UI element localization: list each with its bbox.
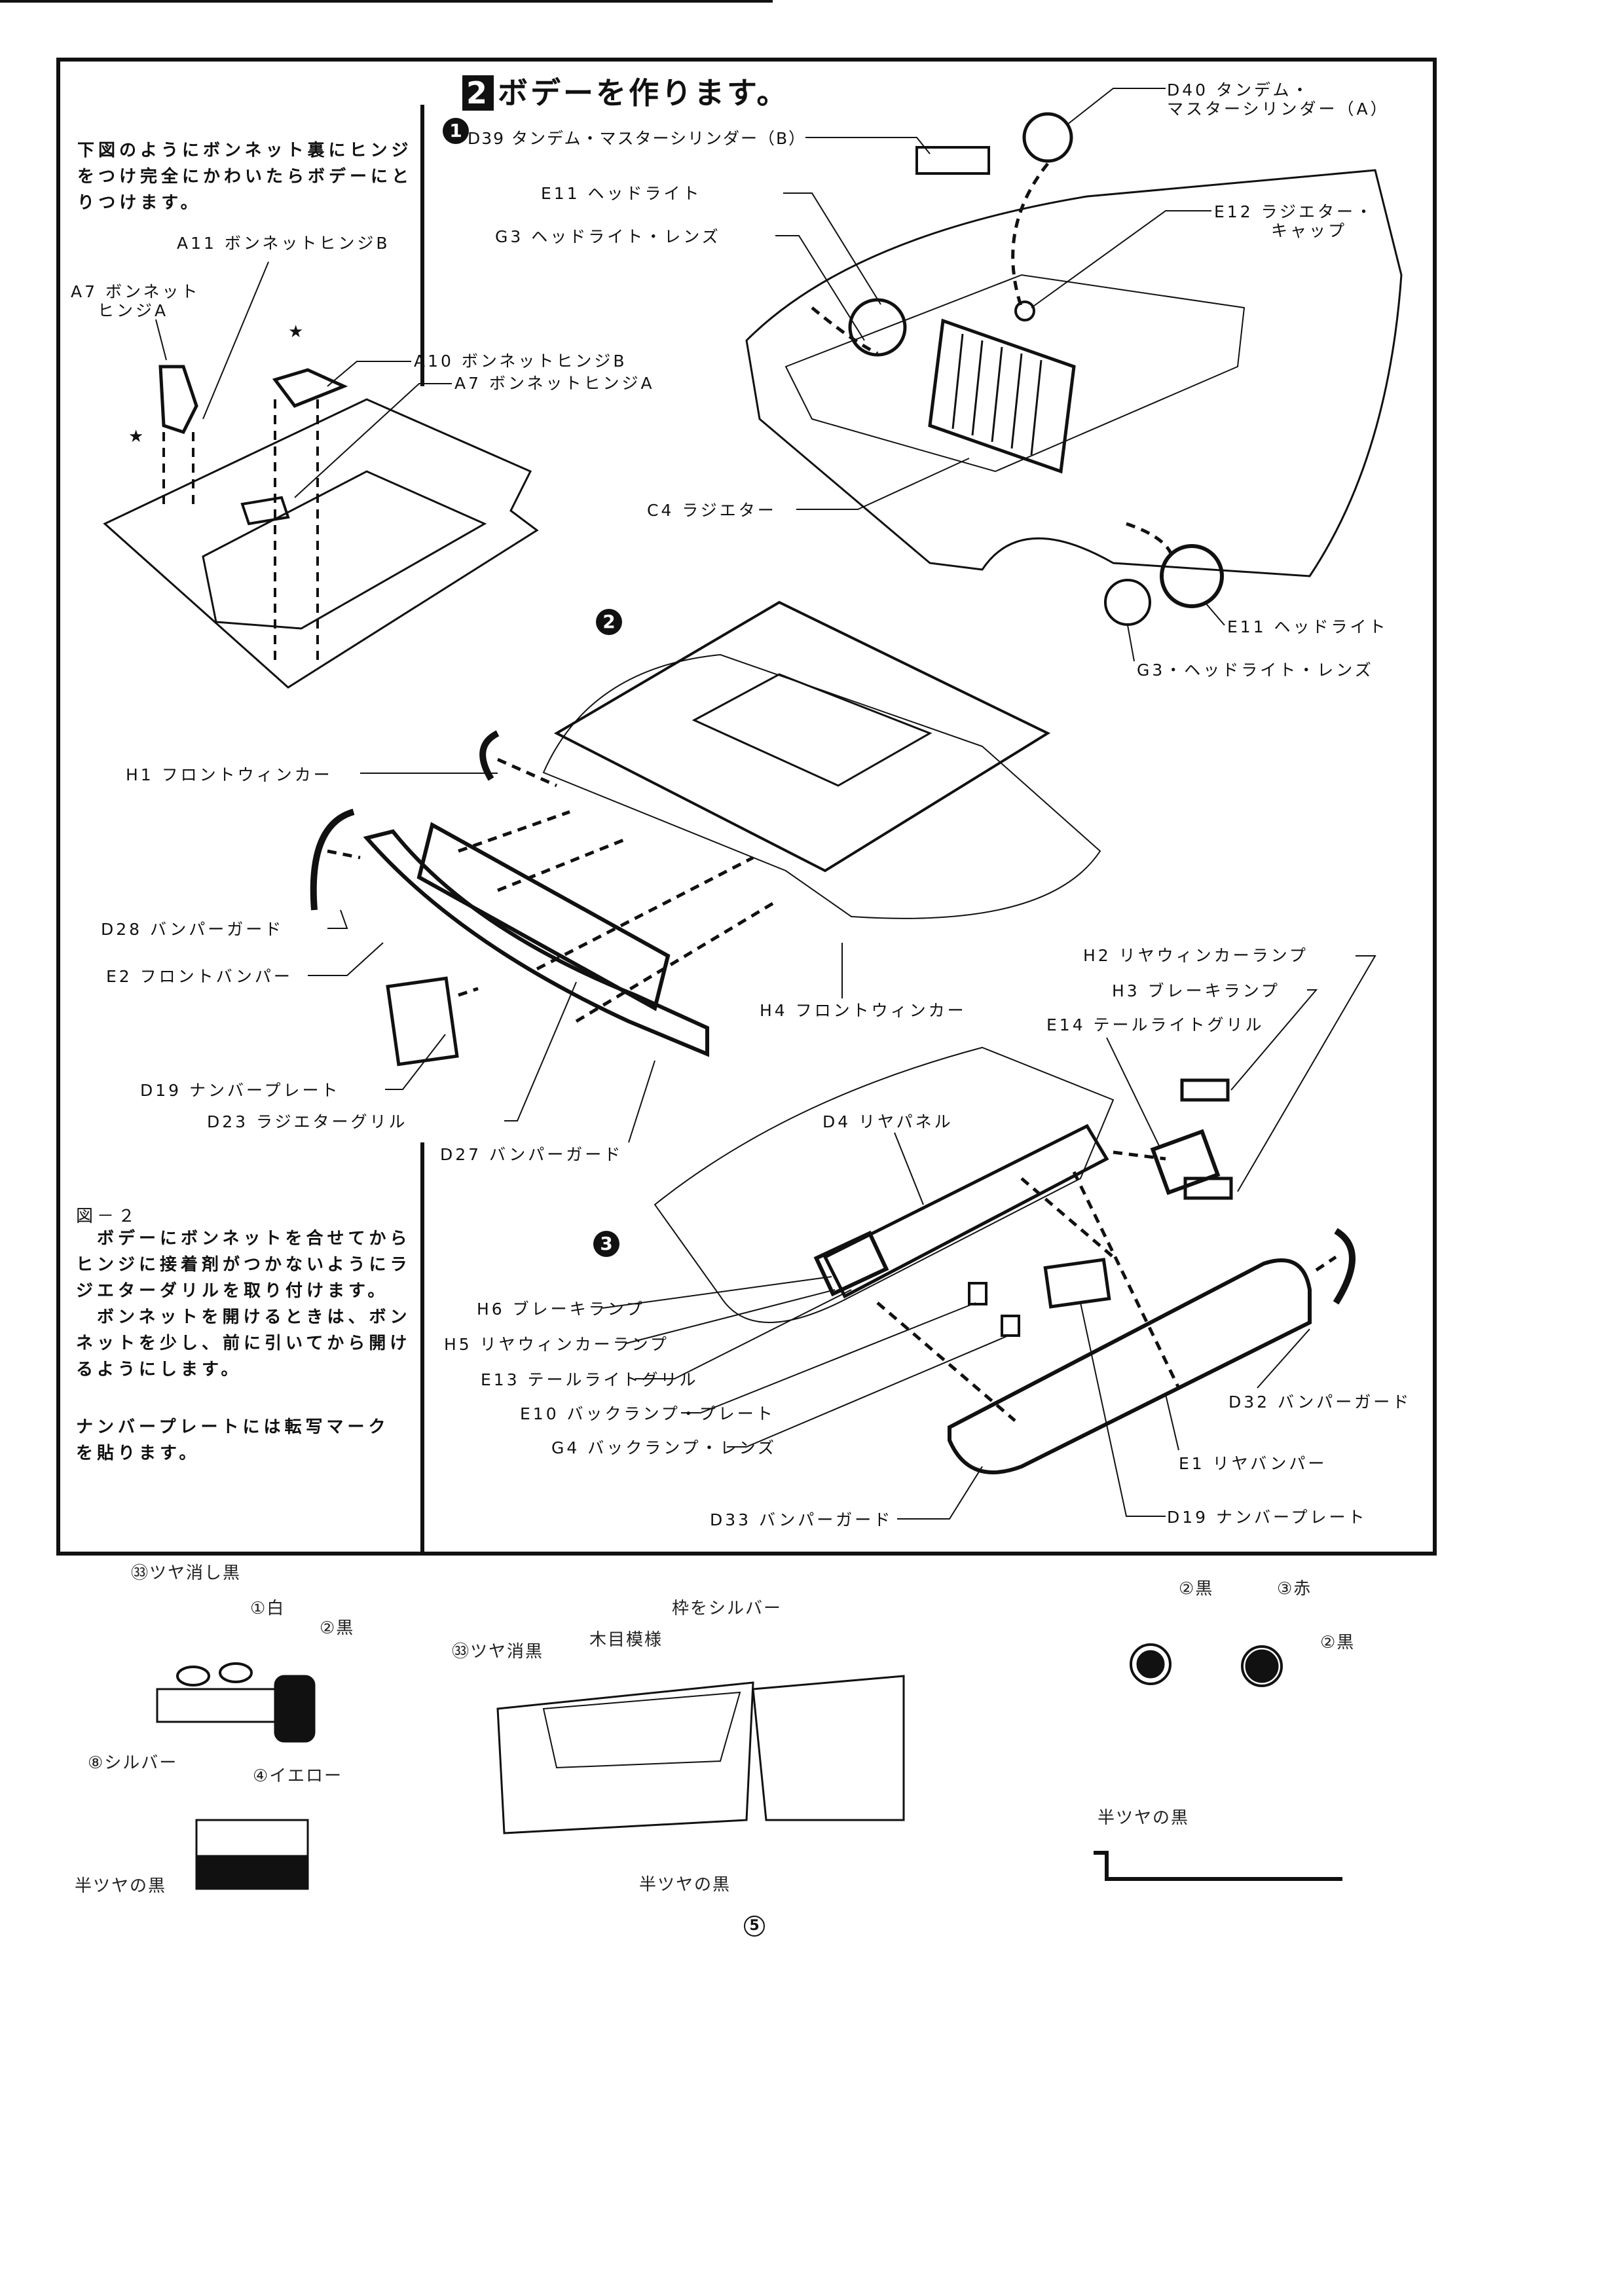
label-d27: D27 バンパーガード [440, 1145, 623, 1164]
paint-matte-black: ㉝ツヤ消し黒 [131, 1563, 242, 1583]
paint-frame-silver: 枠をシルバー [672, 1599, 783, 1618]
label-h5: H5 リヤウィンカーランプ [444, 1335, 669, 1354]
step-2-badge: 2 [596, 609, 622, 635]
top-rule [0, 0, 773, 3]
label-a11: A11 ボンネットヒンジB [177, 234, 390, 253]
column-divider-top [420, 105, 424, 386]
paint-black: ②黒 [320, 1618, 355, 1638]
paint-semigloss-black-door: 半ツヤの黒 [639, 1875, 731, 1895]
step-3-badge: 3 [593, 1231, 619, 1257]
label-h3: H3 ブレーキランプ [1112, 981, 1280, 1000]
label-d19: D19 ナンバープレート [140, 1081, 341, 1100]
label-e14: E14 テールライトグリル [1046, 1015, 1264, 1034]
label-a7-right: A7 ボンネットヒンジA [454, 374, 655, 393]
paint-matte-black-door: ㉝ツヤ消黒 [452, 1642, 544, 1662]
emblem-ringed-inner [1245, 1649, 1279, 1683]
label-g3: G3 ヘッドライト・レンズ [495, 227, 721, 246]
label-d19-rear: D19 ナンバープレート [1167, 1508, 1367, 1527]
emblem-plain [1130, 1643, 1172, 1685]
instruction-frame [56, 58, 1437, 1556]
label-d39: D39 タンデム・マスターシリンダー（B） [468, 129, 807, 148]
label-e11-lower: E11 ヘッドライト [1227, 617, 1388, 636]
paint-emblem-red: ③赤 [1277, 1579, 1312, 1599]
quarter-panel [752, 1675, 905, 1821]
label-d28: D28 バンパーガード [101, 920, 284, 939]
reservoir-right [219, 1662, 253, 1683]
label-e10: E10 バックランプ・プレート [520, 1404, 775, 1423]
paint-yellow: ④イエロー [253, 1766, 343, 1786]
label-d32: D32 バンパーガード [1228, 1393, 1412, 1412]
label-h4: H4 フロントウィンカー [760, 1001, 967, 1020]
door-panel [496, 1681, 754, 1834]
label-c4: C4 ラジエター [647, 501, 777, 520]
label-h1: H1 フロントウィンカー [126, 765, 333, 784]
label-a7: A7 ボンネット ヒンジA [71, 282, 200, 320]
paint-emblem-black-2: ②黒 [1320, 1633, 1356, 1652]
section-title-text: ボデーを作ります。 [498, 75, 790, 111]
plate-note: ナンバープレートには転写マーク を貼ります。 [76, 1417, 390, 1463]
master-cylinder-body [156, 1688, 303, 1723]
label-h6: H6 ブレーキランプ [477, 1300, 645, 1319]
section-number-badge: 2 [462, 75, 494, 111]
brake-booster [274, 1675, 316, 1743]
battery-body [195, 1819, 309, 1887]
battery-base [195, 1855, 309, 1890]
label-e12: E12 ラジエター・ キャップ [1214, 202, 1375, 240]
rod-part [1094, 1851, 1342, 1881]
label-g4: G4 バックランプ・レンズ [551, 1438, 777, 1457]
column-divider-bottom [420, 1142, 424, 1555]
label-e2: E2 フロントバンパー [106, 967, 293, 986]
reservoir-left [176, 1666, 210, 1686]
figure-note: ボデーにボンネットを合せてから ヒンジに接着剤がつかないようにラ ジエターダリル… [76, 1229, 411, 1379]
label-d23: D23 ラジエターグリル [207, 1112, 408, 1131]
label-d33: D33 バンパーガード [710, 1510, 893, 1529]
label-a10: A10 ボンネットヒンジB [414, 352, 627, 371]
figure-label: 図－２ [76, 1207, 139, 1226]
step-1-badge: 1 [443, 118, 469, 144]
paint-white: ①白 [250, 1599, 286, 1618]
label-e13: E13 テールライトグリル [481, 1370, 699, 1389]
paint-semigloss-black-rod: 半ツヤの黒 [1098, 1808, 1190, 1828]
label-h2: H2 リヤウィンカーランプ [1083, 946, 1308, 965]
label-d4: D4 リヤパネル [822, 1112, 953, 1131]
paint-emblem-black: ②黒 [1179, 1579, 1214, 1599]
door-window-hatch [542, 1691, 741, 1769]
paint-silver: ⑧シルバー [88, 1753, 178, 1773]
label-e11: E11 ヘッドライト [541, 184, 702, 203]
paint-semigloss-black-battery: 半ツヤの黒 [75, 1876, 167, 1896]
label-d40: D40 タンデム・ マスターシリンダー（A） [1167, 81, 1390, 118]
label-g3-lower: G3・ヘッドライト・レンズ [1137, 661, 1374, 680]
paint-woodgrain: 木目模様 [589, 1630, 663, 1650]
emblem-ringed [1241, 1645, 1283, 1687]
hinge-note: 下図のようにボンネット裏にヒンジ をつけ完全にかわいたらボデーにと りつけます。 [77, 141, 413, 213]
page-number: 5 [744, 1916, 765, 1937]
emblem-plain-inner [1136, 1650, 1165, 1679]
label-e1: E1 リヤバンパー [1179, 1454, 1327, 1473]
